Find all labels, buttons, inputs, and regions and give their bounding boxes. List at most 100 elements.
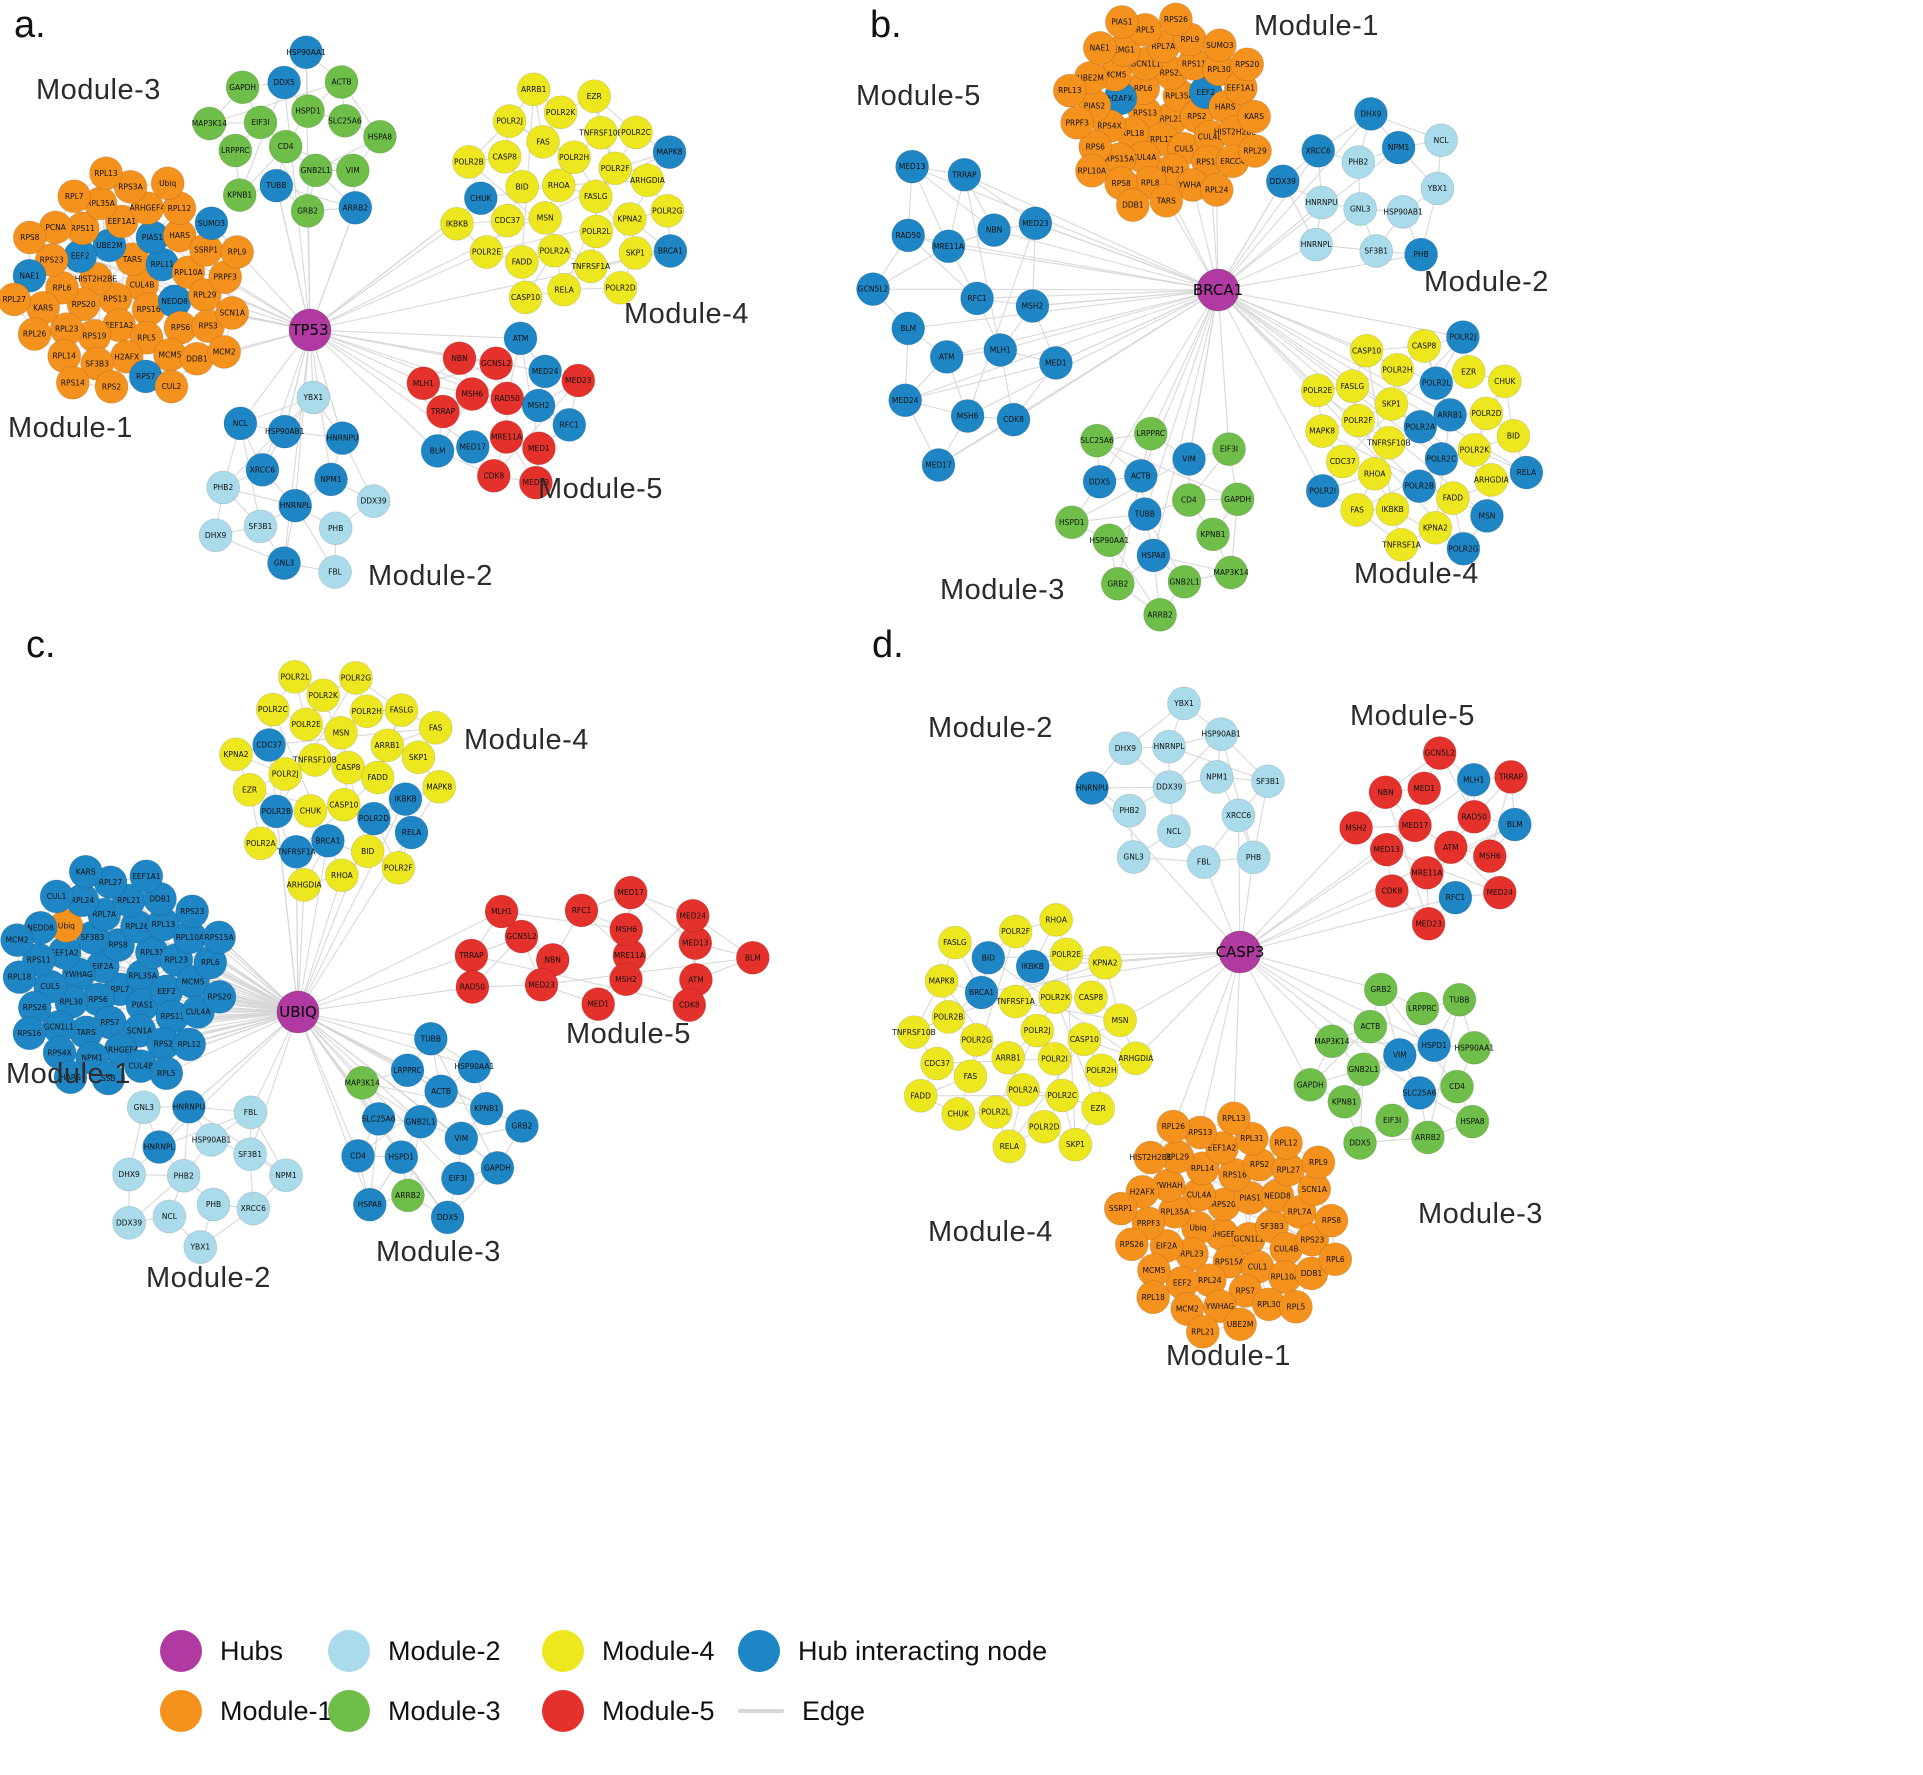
node-HSP90AA1[interactable]: HSP90AA1 [1089, 523, 1129, 558]
node-circle[interactable] [947, 157, 982, 192]
node-circle[interactable] [598, 151, 633, 186]
node-NCL[interactable]: NCL [152, 1199, 187, 1234]
node-ARHGDIA[interactable]: ARHGDIA [287, 868, 323, 902]
node-EEF1A1[interactable]: EEF1A1 [129, 859, 164, 894]
node-circle[interactable] [487, 139, 522, 174]
node-RPS8[interactable]: RPS8 [1314, 1203, 1349, 1238]
node-HSPA8[interactable]: HSPA8 [352, 1187, 387, 1222]
node-circle[interactable] [233, 1095, 268, 1130]
node-FADD[interactable]: FADD [360, 760, 395, 795]
node-circle[interactable] [1496, 419, 1531, 453]
node-EZR[interactable]: EZR [577, 79, 612, 114]
node-DDX5[interactable]: DDX5 [1082, 464, 1117, 499]
node-PHB2[interactable]: PHB2 [1341, 145, 1376, 179]
node-circle[interactable] [1470, 499, 1504, 533]
node-circle[interactable] [279, 834, 314, 869]
node-circle[interactable] [1202, 28, 1237, 63]
node-circle[interactable] [1335, 369, 1370, 404]
node-RHOA[interactable]: RHOA [1357, 456, 1392, 491]
node-circle[interactable] [996, 402, 1031, 437]
node-POLR2L[interactable]: POLR2L [278, 659, 312, 694]
node-MED13[interactable]: MED13 [519, 465, 553, 500]
node-circle[interactable] [269, 1158, 303, 1193]
node-VIM[interactable]: VIM [335, 153, 370, 188]
node-circle[interactable] [335, 153, 370, 188]
node-KPNB1[interactable]: KPNB1 [222, 178, 257, 212]
node-HNRNPU[interactable]: HNRNPU [172, 1089, 206, 1124]
hub-circle[interactable] [288, 308, 332, 352]
node-MLH1[interactable]: MLH1 [484, 894, 519, 929]
node-HSP90AB1[interactable]: HSP90AB1 [265, 414, 305, 449]
node-circle[interactable] [175, 894, 210, 929]
node-circle[interactable] [528, 354, 562, 389]
node-POLR2I[interactable]: POLR2I [1037, 1041, 1072, 1076]
node-circle[interactable] [357, 801, 391, 836]
node-MSH6[interactable]: MSH6 [1472, 839, 1507, 873]
node-circle[interactable] [1149, 183, 1184, 218]
node-circle[interactable] [318, 511, 353, 546]
node-POLR2B[interactable]: POLR2B [931, 1000, 966, 1034]
node-POLR2E[interactable]: POLR2E [469, 235, 504, 269]
node-circle[interactable] [1100, 566, 1135, 601]
node-RHOA[interactable]: RHOA [541, 168, 576, 203]
node-circle[interactable] [1127, 497, 1162, 531]
node-circle[interactable] [39, 879, 74, 914]
node-HARS[interactable]: HARS [53, 1060, 88, 1095]
node-MSN[interactable]: MSN [1103, 1003, 1137, 1038]
node-POLR2F[interactable]: POLR2F [998, 914, 1033, 949]
node-KPNB1[interactable]: KPNB1 [1196, 517, 1230, 552]
node-circle[interactable] [12, 258, 47, 293]
node-CD4[interactable]: CD4 [1440, 1069, 1474, 1104]
node-POLR2F[interactable]: POLR2F [381, 850, 416, 885]
node-circle[interactable] [413, 1021, 448, 1056]
node-RPS2[interactable]: RPS2 [94, 369, 129, 404]
node-circle[interactable] [384, 1140, 419, 1174]
node-HNRNPL[interactable]: HNRNPL [1299, 227, 1333, 262]
node-circle[interactable] [388, 782, 423, 816]
node-KPNA2[interactable]: KPNA2 [1418, 510, 1453, 545]
node-circle[interactable] [298, 153, 333, 188]
node-circle[interactable] [1420, 171, 1455, 206]
node-circle[interactable] [503, 321, 538, 356]
node-circle[interactable] [192, 106, 227, 141]
node-circle[interactable] [424, 1074, 458, 1109]
node-SLC25A6[interactable]: SLC25A6 [361, 1102, 396, 1136]
node-RPS8[interactable]: RPS8 [12, 220, 47, 255]
node-SLC25A6[interactable]: SLC25A6 [1402, 1076, 1437, 1110]
node-circle[interactable] [469, 235, 504, 269]
node-ARRB1[interactable]: ARRB1 [516, 72, 551, 107]
node-RFC1[interactable]: RFC1 [1438, 880, 1473, 915]
node-circle[interactable] [194, 1123, 229, 1157]
node-HNRNPU[interactable]: HNRNPU [1304, 185, 1339, 220]
node-GCN5L2[interactable]: GCN5L2 [479, 346, 513, 381]
node-circle[interactable] [1238, 134, 1272, 168]
node-circle[interactable] [1343, 192, 1378, 226]
node-BID[interactable]: BID [350, 834, 385, 869]
node-LRPPRC[interactable]: LRPPRC [218, 133, 253, 168]
node-ARRB1[interactable]: ARRB1 [991, 1040, 1026, 1075]
node-circle[interactable] [1300, 373, 1335, 408]
node-circle[interactable] [490, 381, 525, 416]
node-EIF3I[interactable]: EIF3I [441, 1161, 475, 1196]
node-BRCA1[interactable]: BRCA1 [311, 823, 345, 858]
node-circle[interactable] [1357, 456, 1392, 491]
node-CDK8[interactable]: CDK8 [476, 458, 511, 493]
node-GCN5L2[interactable]: GCN5L2 [1422, 736, 1457, 770]
node-circle[interactable] [469, 1091, 504, 1126]
node-GCN5L2[interactable]: GCN5L2 [856, 272, 890, 306]
node-YBX1[interactable]: YBX1 [183, 1230, 218, 1264]
node-HSPA8[interactable]: HSPA8 [1455, 1104, 1490, 1139]
node-DDX5[interactable]: DDX5 [430, 1200, 465, 1235]
node-RPL5[interactable]: RPL5 [149, 1056, 184, 1091]
node-SKP1[interactable]: SKP1 [618, 236, 653, 270]
node-circle[interactable] [652, 135, 687, 169]
node-ARRB2[interactable]: ARRB2 [1411, 1120, 1445, 1155]
node-RFC1[interactable]: RFC1 [552, 408, 587, 442]
node-SF3B1[interactable]: SF3B1 [1359, 234, 1394, 268]
node-circle[interactable] [202, 980, 237, 1014]
node-circle[interactable] [215, 296, 250, 330]
node-HSPD1[interactable]: HSPD1 [384, 1140, 419, 1174]
node-circle[interactable] [891, 218, 926, 253]
node-SSRP1[interactable]: SSRP1 [1103, 1191, 1138, 1226]
node-circle[interactable] [218, 133, 253, 168]
